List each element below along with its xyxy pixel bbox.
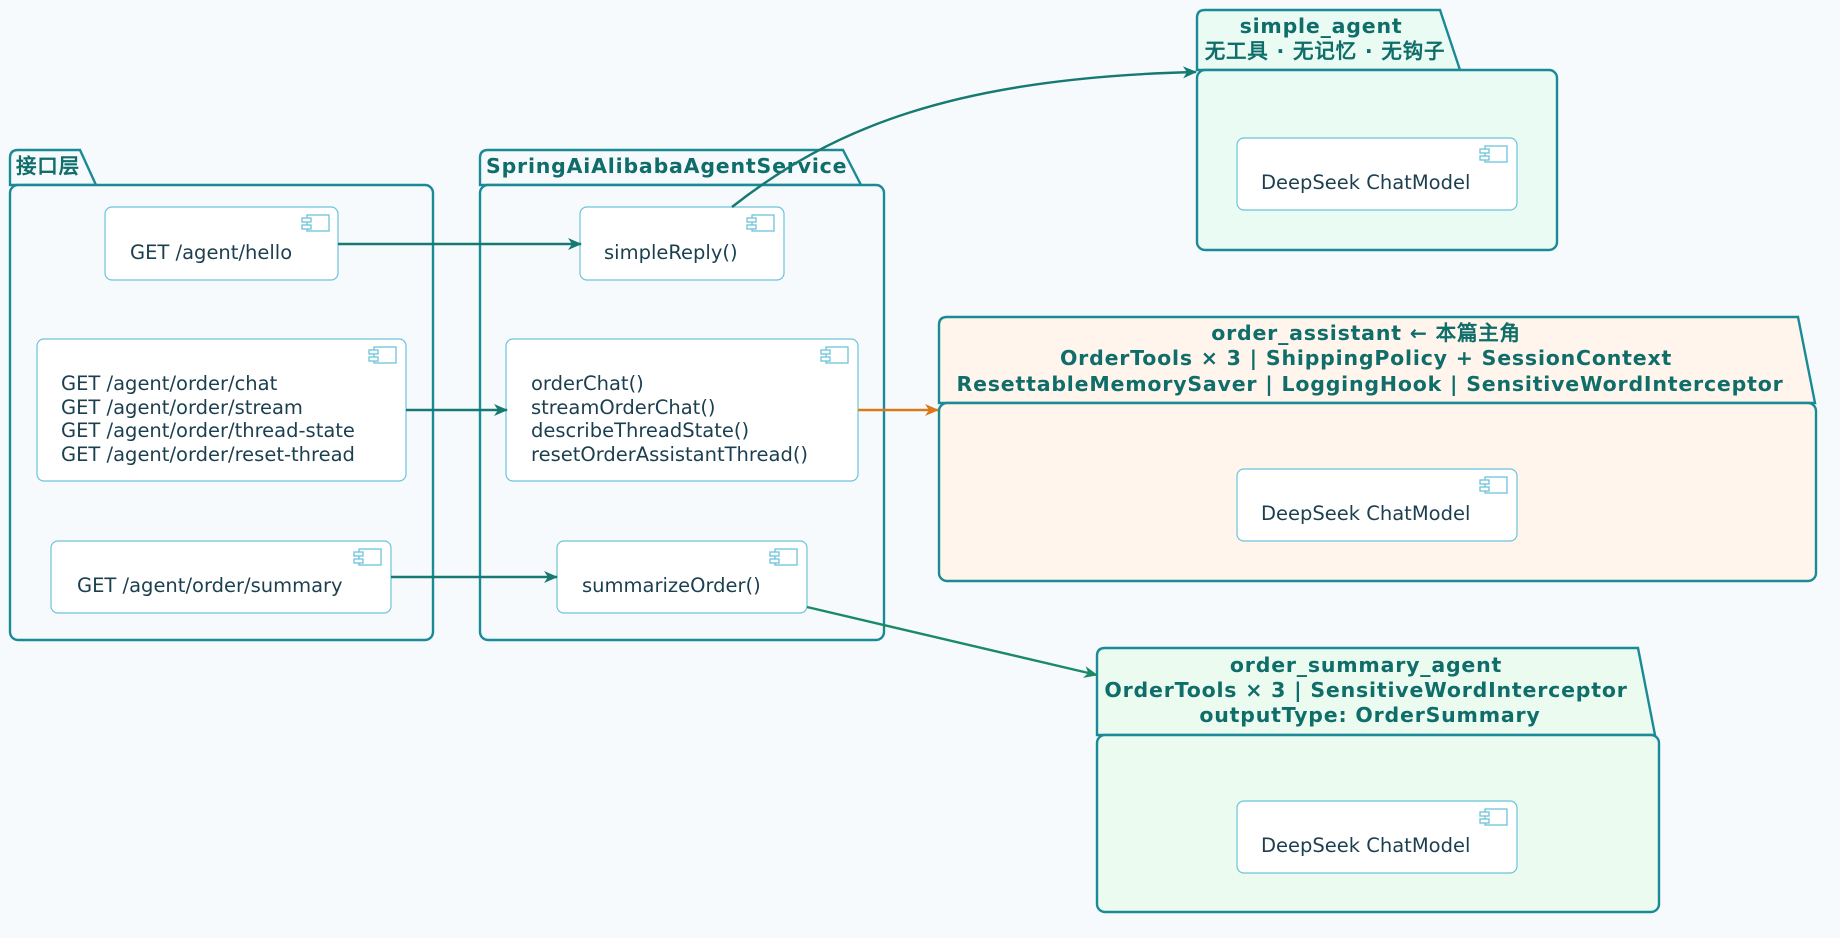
component-icon (746, 214, 775, 232)
component-label: GET /agent/order/chat GET /agent/order/s… (61, 372, 361, 466)
component-label: DeepSeek ChatModel (1261, 171, 1470, 194)
package-title: SpringAiAlibabaAgentService (486, 154, 847, 178)
component-summarize-order[interactable]: summarizeOrder() (556, 540, 808, 614)
package-title: 接口层 (16, 154, 80, 178)
component-label: summarizeOrder() (582, 574, 761, 597)
component-icon (368, 346, 397, 364)
component-icon (1479, 808, 1508, 826)
component-label: DeepSeek ChatModel (1261, 502, 1470, 525)
package-tab (8, 148, 98, 187)
component-simple-agent-model[interactable]: DeepSeek ChatModel (1236, 137, 1518, 211)
component-icon (353, 548, 382, 566)
component-icon (820, 346, 849, 364)
component-label: simpleReply() (604, 241, 738, 264)
component-order-endpoints[interactable]: GET /agent/order/chat GET /agent/order/s… (36, 338, 407, 482)
component-label: GET /agent/hello (130, 241, 292, 264)
component-label: DeepSeek ChatModel (1261, 834, 1470, 857)
package-title: simple_agent 无工具 · 无记忆 · 无钩子 (1205, 14, 1446, 63)
package-tab (478, 148, 863, 187)
component-order-assistant-model[interactable]: DeepSeek ChatModel (1236, 468, 1518, 542)
component-icon (1479, 145, 1508, 163)
package-simple-agent: simple_agent 无工具 · 无记忆 · 无钩子 (1195, 8, 1559, 252)
component-order-methods[interactable]: orderChat() streamOrderChat() describeTh… (505, 338, 859, 482)
package-tab (937, 315, 1817, 405)
component-label: orderChat() streamOrderChat() describeTh… (531, 372, 808, 466)
component-icon (1479, 476, 1508, 494)
component-summary-endpoint[interactable]: GET /agent/order/summary (50, 540, 392, 614)
arrow-summarize-to-summary-agent (806, 605, 1098, 678)
component-icon (769, 548, 798, 566)
component-simple-reply[interactable]: simpleReply() (579, 206, 785, 281)
arrow-simple-reply-to-simple-agent (731, 66, 1197, 208)
component-icon (301, 214, 330, 232)
component-label: GET /agent/order/summary (77, 574, 343, 597)
package-title: order_summary_agent OrderTools × 3 | Sen… (1104, 653, 1635, 727)
component-hello-endpoint[interactable]: GET /agent/hello (104, 206, 339, 281)
package-tab (1095, 646, 1657, 737)
component-summary-agent-model[interactable]: DeepSeek ChatModel (1236, 800, 1518, 874)
package-title: order_assistant ← 本篇主角 OrderTools × 3 | … (957, 321, 1784, 397)
package-order-summary-agent: order_summary_agent OrderTools × 3 | Sen… (1095, 646, 1661, 914)
package-tab (1195, 8, 1462, 72)
